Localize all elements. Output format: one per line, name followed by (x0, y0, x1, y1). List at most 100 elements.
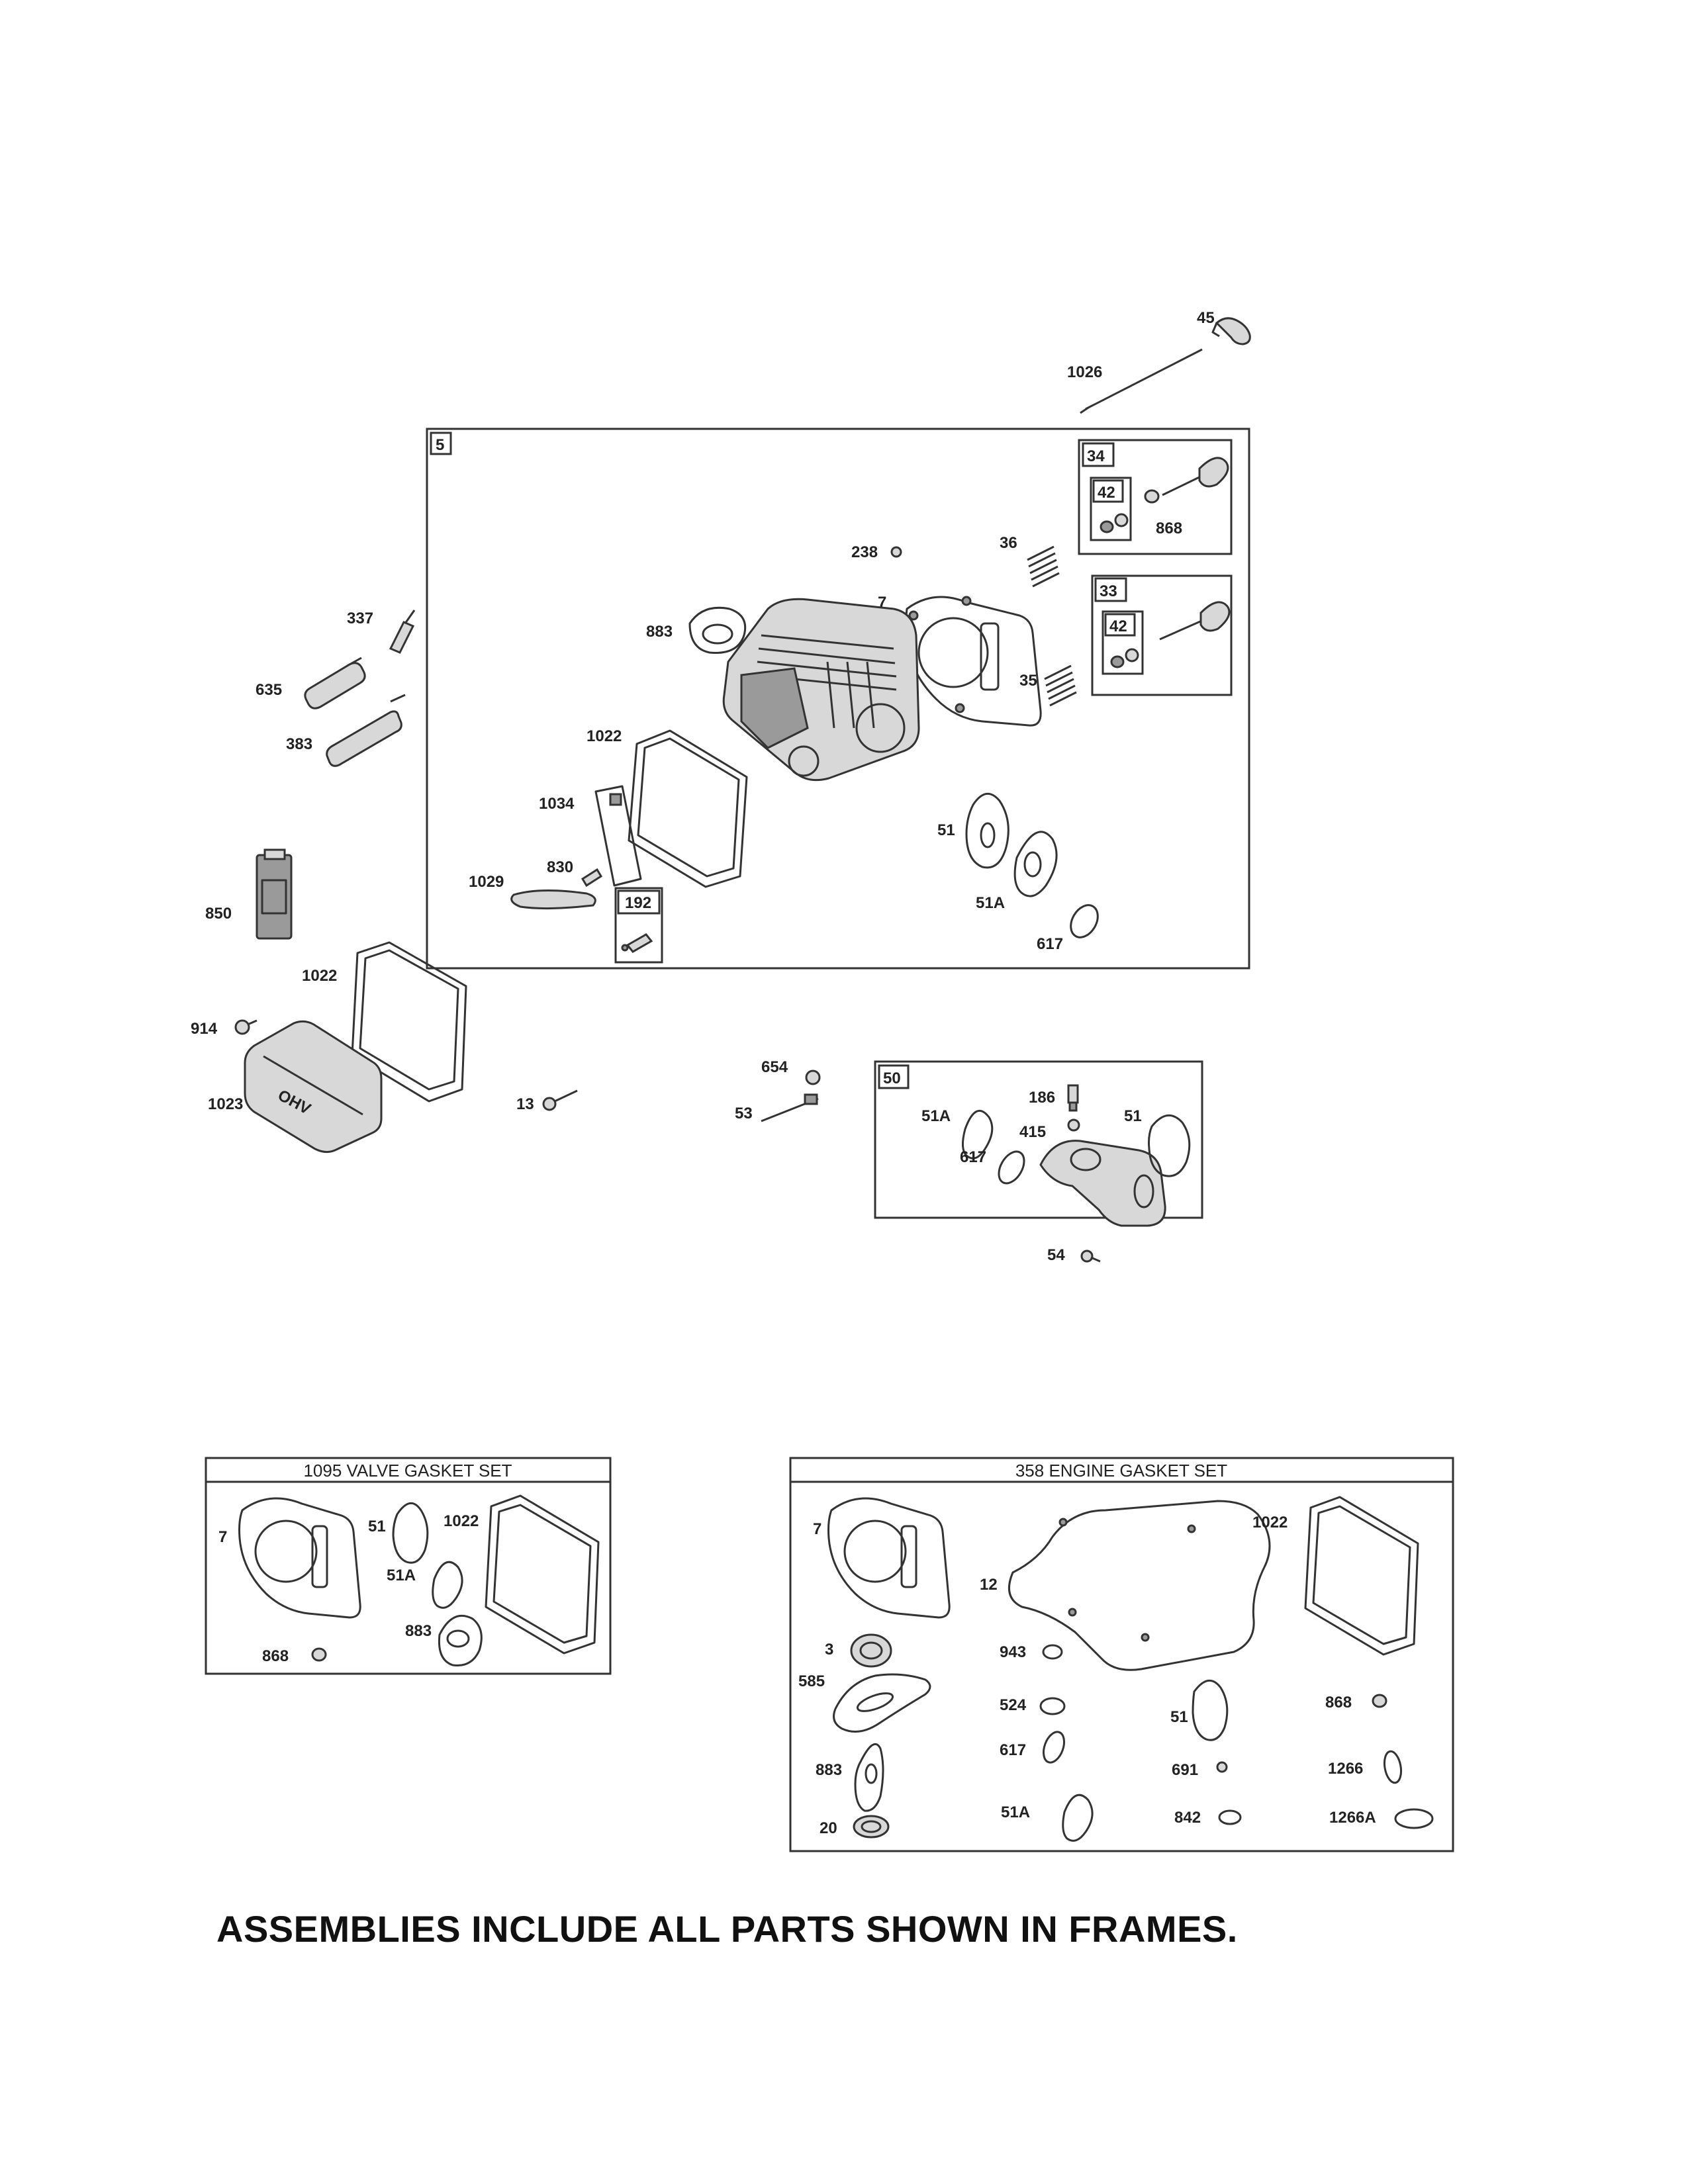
part-868-valve-seal-a (1144, 489, 1160, 504)
vs-label-1022: 1022 (444, 1512, 479, 1530)
es-label-617: 617 (1000, 1741, 1026, 1759)
label-1029: 1029 (469, 873, 504, 891)
es-label-883: 883 (816, 1761, 842, 1779)
label-34: 34 (1087, 447, 1105, 465)
es-label-12: 12 (980, 1576, 998, 1594)
label-337: 337 (347, 610, 373, 627)
part-383-air-guide (326, 694, 406, 767)
label-53: 53 (735, 1105, 753, 1122)
part-cylinder-head (722, 598, 920, 782)
es-label-524: 524 (1000, 1696, 1027, 1714)
label-868a: 868 (1156, 520, 1182, 537)
es-part-1022 (1304, 1496, 1419, 1656)
part-51A-manifold-gasket (962, 1109, 994, 1160)
es-part-691 (1216, 1761, 1228, 1773)
frame-50-intake-manifold (874, 1060, 1203, 1219)
label-186: 186 (1029, 1089, 1055, 1107)
es-part-51A (1062, 1794, 1094, 1842)
label-50: 50 (883, 1069, 901, 1087)
part-654-nut (805, 1069, 821, 1085)
tag-50 (878, 1064, 910, 1089)
tag-33 (1094, 577, 1127, 602)
label-1022a: 1022 (586, 727, 622, 745)
label-36: 36 (1000, 534, 1017, 552)
part-186-fitting (1067, 1084, 1079, 1112)
label-51A-b: 51A (921, 1107, 951, 1125)
label-654: 654 (761, 1058, 788, 1076)
vs-part-7-head-gasket (238, 1497, 361, 1619)
es-label-3: 3 (825, 1641, 833, 1659)
es-label-842: 842 (1174, 1809, 1201, 1827)
part-850-sealant-tube (256, 848, 293, 940)
label-33: 33 (1100, 582, 1117, 600)
frame-42a (1090, 477, 1132, 541)
vs-part-868 (311, 1647, 327, 1662)
part-192-valve (621, 933, 653, 953)
part-1023-rocker-cover: OHV (244, 1020, 383, 1154)
label-883: 883 (646, 623, 673, 641)
part-36-valve-spring (1027, 545, 1060, 588)
part-238-bolt (890, 546, 902, 558)
part-34-exhaust-valve (1162, 457, 1229, 496)
label-617: 617 (1037, 935, 1063, 953)
es-part-51 (1192, 1680, 1229, 1741)
part-51-manifold-gasket (1148, 1115, 1191, 1177)
label-51-b: 51 (1124, 1107, 1142, 1125)
label-5: 5 (436, 436, 444, 454)
part-51-exhaust-gasket (965, 793, 1009, 869)
es-part-617 (1042, 1731, 1066, 1764)
part-883-intake-gasket (688, 606, 747, 654)
es-part-1266 (1383, 1750, 1403, 1784)
part-42-keepers-a (1100, 513, 1129, 533)
es-part-943 (1042, 1644, 1063, 1660)
label-192: 192 (625, 894, 651, 912)
label-13: 13 (516, 1095, 534, 1113)
es-label-1266A: 1266A (1329, 1809, 1376, 1827)
label-383: 383 (286, 735, 312, 753)
frame-33-intake-valve (1091, 574, 1233, 696)
tag-5 (430, 432, 452, 455)
es-label-20: 20 (820, 1819, 837, 1837)
part-617-manifold-o-ring (998, 1150, 1025, 1185)
es-part-12-crankcase-gasket (1008, 1500, 1271, 1671)
part-7-head-gasket (905, 596, 1042, 727)
label-635: 635 (256, 681, 282, 699)
part-1034-breather-cover (594, 785, 642, 887)
part-617-o-ring (1070, 904, 1099, 938)
vs-part-1022 (485, 1494, 600, 1655)
part-13-bolt (542, 1089, 578, 1111)
part-45-rocker (1211, 317, 1251, 345)
es-label-51A: 51A (1001, 1803, 1030, 1821)
label-850: 850 (205, 905, 232, 923)
part-1026-push-rod (1080, 348, 1203, 414)
es-part-1266A (1394, 1808, 1434, 1829)
label-830: 830 (547, 858, 573, 876)
es-label-943: 943 (1000, 1643, 1026, 1661)
label-1022b: 1022 (302, 967, 337, 985)
label-617-b: 617 (960, 1148, 986, 1166)
es-part-524 (1039, 1697, 1066, 1715)
engine-gasket-set-box: 358 ENGINE GASKET SET 7 12 1022 3 943 (789, 1457, 1454, 1852)
valve-set-title: 1095 VALVE GASKET SET (303, 1461, 512, 1480)
label-238: 238 (851, 543, 878, 561)
label-42b: 42 (1109, 617, 1127, 635)
es-part-3-oil-seal (850, 1633, 892, 1668)
label-51: 51 (937, 821, 955, 839)
tag-42a (1092, 479, 1124, 503)
vs-label-883: 883 (405, 1622, 432, 1640)
label-54: 54 (1047, 1246, 1065, 1264)
label-1026: 1026 (1067, 363, 1102, 381)
frame-192 (614, 887, 663, 964)
tag-42b (1104, 613, 1136, 637)
vs-part-51A (432, 1561, 463, 1609)
part-914-screw (234, 1019, 258, 1035)
part-51A-gasket (1013, 831, 1058, 897)
part-337-spark-plug (389, 610, 416, 654)
label-51A: 51A (976, 894, 1005, 912)
es-part-585-gasket (833, 1673, 931, 1733)
label-1034: 1034 (539, 795, 575, 813)
es-label-691: 691 (1172, 1761, 1198, 1779)
assemblies-note: ASSEMBLIES INCLUDE ALL PARTS SHOWN IN FR… (216, 1908, 1238, 1950)
